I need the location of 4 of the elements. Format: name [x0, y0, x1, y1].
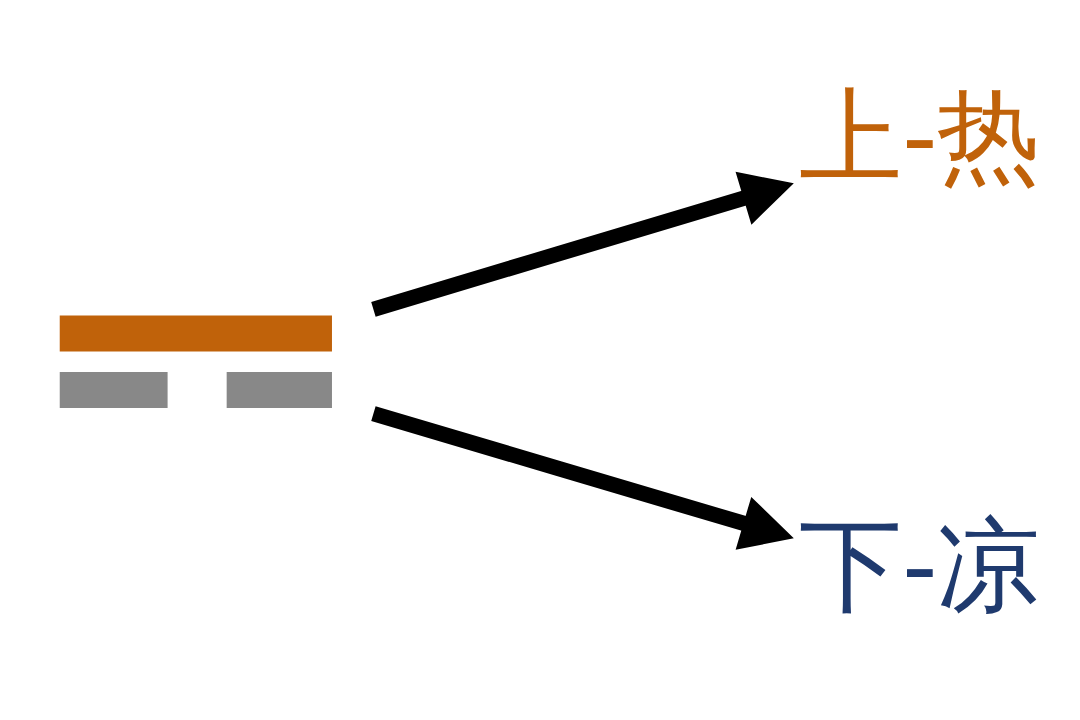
node-text: 下-凉 [799, 505, 1041, 625]
node-text: 上-热 [799, 76, 1041, 196]
arrow [371, 171, 794, 317]
arrow [371, 405, 794, 550]
